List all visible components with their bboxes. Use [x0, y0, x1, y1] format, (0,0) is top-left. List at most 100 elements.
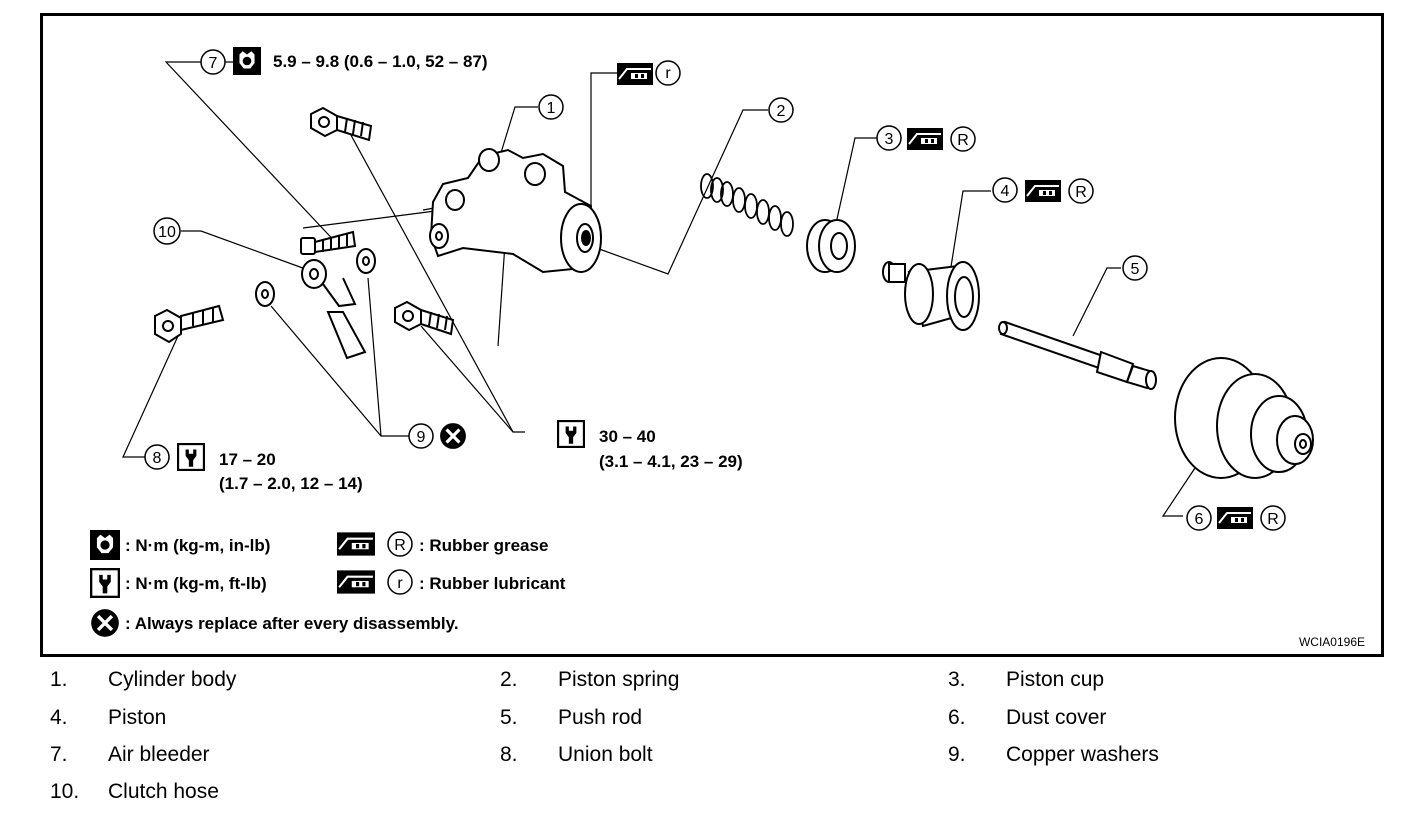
callout-7: 7	[200, 49, 226, 75]
legend-callout-r-big: R	[387, 531, 413, 557]
piston-spring-part	[700, 173, 794, 237]
torque-inlb-icon	[233, 47, 261, 75]
clutch-hose-part	[301, 259, 367, 360]
push-rod-part	[998, 320, 1157, 390]
part-name: Copper washers	[1006, 743, 1159, 766]
parts-list-item: 3. Piston cup	[948, 668, 1104, 692]
leader-lines	[122, 61, 1204, 517]
torque-value-8-1: 17 – 20	[219, 450, 276, 469]
svg-text:r: r	[665, 65, 671, 82]
torque-value-7: 5.9 – 9.8 (0.6 – 1.0, 52 – 87)	[273, 52, 488, 71]
legend-callout-r-small: r	[387, 569, 413, 595]
part-number: 9.	[948, 743, 966, 766]
torque-value-bolts-2: (3.1 – 4.1, 23 – 29)	[599, 452, 743, 471]
svg-text:10: 10	[158, 224, 176, 241]
svg-text:4: 4	[1001, 183, 1010, 200]
callout-5: 5	[1122, 255, 1148, 281]
legend-rubber-lubricant: : Rubber lubricant	[419, 574, 566, 593]
parts-list-item: 7. Air bleeder	[50, 743, 210, 767]
svg-text:6: 6	[1195, 511, 1204, 528]
exploded-view-diagram: 7 5.9 – 9.8 (0.6 – 1.0, 52 – 87) r 1 2 3…	[90, 47, 1365, 649]
air-bleeder-part	[300, 230, 357, 255]
part-number: 8.	[500, 743, 518, 766]
torque-value-bolts-1: 30 – 40	[599, 427, 656, 446]
callout-3: 3	[876, 125, 902, 151]
svg-text:R: R	[1075, 184, 1087, 201]
callout-9: 9	[408, 423, 434, 449]
parts-list-item: 8. Union bolt	[500, 743, 653, 767]
legend-always-replace: : Always replace after every disassembly…	[125, 614, 459, 633]
callout-1: 1	[538, 94, 564, 120]
callout-r-6: R	[1260, 505, 1286, 531]
parts-list-item: 1. Cylinder body	[50, 668, 236, 692]
part-number: 10.	[50, 780, 80, 803]
piston-cup-part	[806, 219, 856, 273]
grease-icon	[1217, 507, 1253, 529]
grease-icon	[907, 128, 943, 150]
cylinder-body-part	[429, 148, 602, 274]
piston-part	[882, 261, 980, 331]
svg-text:5: 5	[1131, 261, 1140, 278]
parts-list-item: 2. Piston spring	[500, 668, 679, 692]
parts-list-item: 10. Clutch hose	[50, 780, 219, 804]
legend-nm-ftlb: : N·m (kg-m, ft-lb)	[125, 574, 267, 593]
grease-icon	[1025, 180, 1061, 202]
dust-cover-part	[1174, 357, 1314, 479]
torque-ftlb-icon	[177, 443, 205, 471]
mounting-bolts-part	[310, 106, 455, 336]
part-name: Piston spring	[558, 668, 680, 691]
callout-r-3: R	[950, 126, 976, 152]
callout-r-1: r	[655, 60, 681, 86]
part-name: Air bleeder	[108, 743, 210, 766]
svg-text:8: 8	[153, 450, 162, 467]
callout-6: 6	[1186, 505, 1212, 531]
legend-torque-inlb-icon	[90, 530, 120, 560]
legend-grease-icon	[337, 532, 375, 556]
callout-10: 10	[153, 217, 181, 245]
part-name: Piston	[108, 706, 167, 729]
diagram-frame: 7 5.9 – 9.8 (0.6 – 1.0, 52 – 87) r 1 2 3…	[40, 13, 1384, 657]
replace-x-icon	[439, 422, 467, 450]
svg-text:R: R	[394, 537, 406, 554]
part-name: Clutch hose	[108, 780, 219, 803]
part-number: 2.	[500, 668, 518, 691]
copper-washers-part	[255, 248, 376, 307]
figure-code: WCIA0196E	[1299, 635, 1365, 649]
part-number: 6.	[948, 706, 966, 729]
part-number: 4.	[50, 706, 68, 729]
svg-text:r: r	[397, 575, 403, 592]
callout-r-4: R	[1068, 178, 1094, 204]
part-name: Union bolt	[558, 743, 653, 766]
legend-replace-icon	[90, 608, 120, 638]
svg-text:1: 1	[547, 100, 556, 117]
part-number: 3.	[948, 668, 966, 691]
svg-text:3: 3	[885, 131, 894, 148]
svg-text:9: 9	[417, 429, 426, 446]
svg-text:7: 7	[209, 55, 218, 72]
callout-2: 2	[768, 97, 794, 123]
parts-list-item: 6. Dust cover	[948, 706, 1106, 730]
callout-4: 4	[992, 177, 1018, 203]
legend-torque-ftlb-icon	[90, 568, 120, 598]
part-name: Piston cup	[1006, 668, 1105, 691]
union-bolt-part	[154, 304, 225, 344]
torque-value-8-2: (1.7 – 2.0, 12 – 14)	[219, 474, 363, 493]
part-name: Cylinder body	[108, 668, 237, 691]
svg-text:R: R	[957, 132, 969, 149]
parts-list-item: 9. Copper washers	[948, 743, 1159, 767]
part-name: Push rod	[558, 706, 643, 729]
parts-list-item: 4. Piston	[50, 706, 166, 730]
svg-text:R: R	[1267, 511, 1279, 528]
part-number: 5.	[500, 706, 518, 729]
svg-text:2: 2	[777, 103, 786, 120]
parts-list-item: 5. Push rod	[500, 706, 642, 730]
legend-lubricant-icon	[337, 570, 375, 594]
legend-nm-inlb: : N·m (kg-m, in-lb)	[125, 536, 270, 555]
grease-icon	[617, 63, 653, 85]
part-number: 1.	[50, 668, 68, 691]
torque-ftlb-icon	[557, 420, 585, 448]
callout-8: 8	[144, 444, 170, 470]
legend-rubber-grease: : Rubber grease	[419, 536, 548, 555]
part-name: Dust cover	[1006, 706, 1107, 729]
part-number: 7.	[50, 743, 68, 766]
